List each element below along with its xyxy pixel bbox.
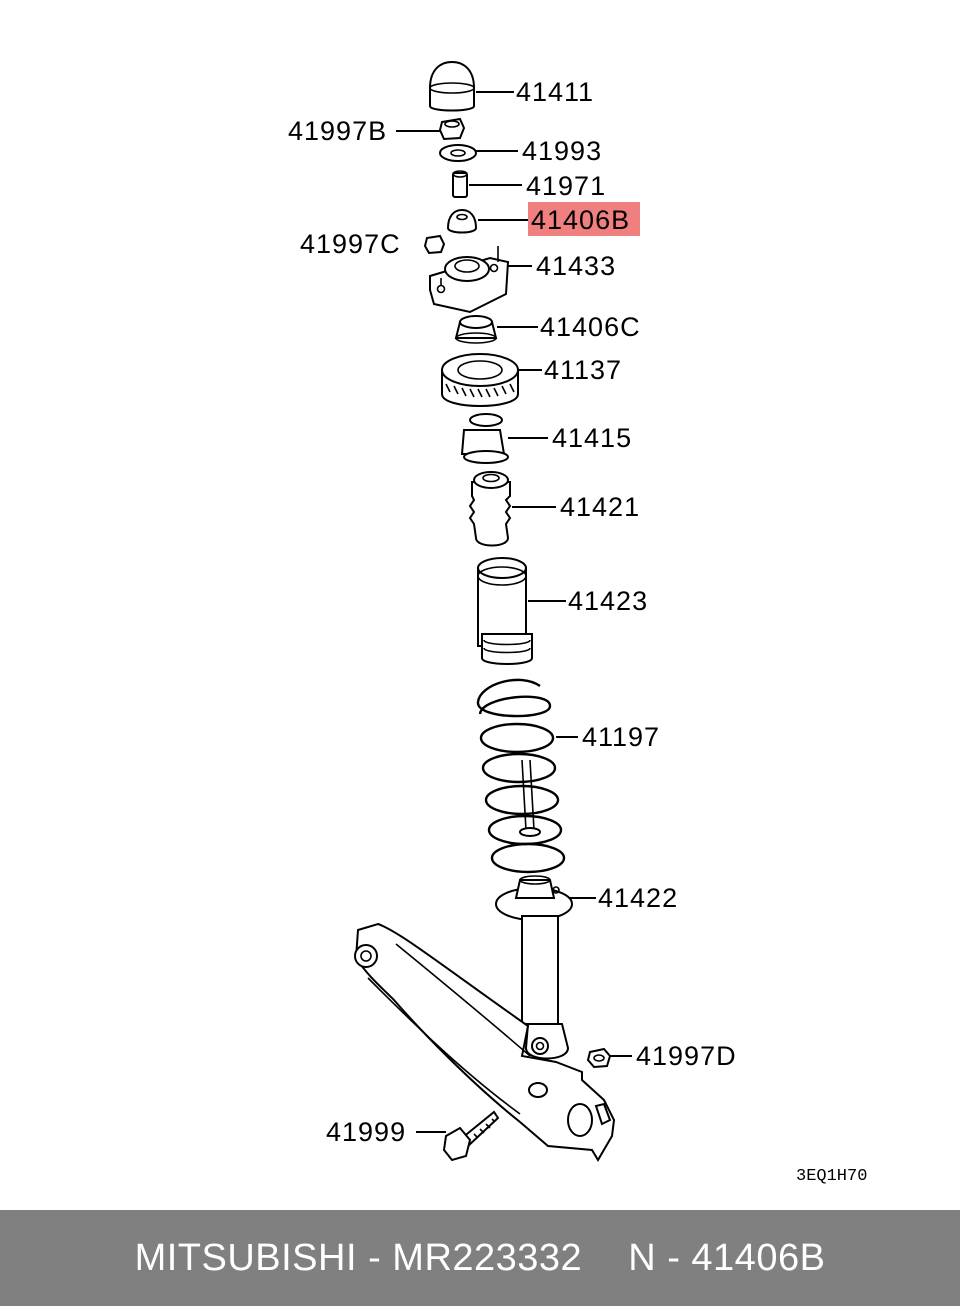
part-41415-cup: [460, 413, 509, 464]
callout-41997b: 41997B: [288, 116, 387, 146]
part-41406b-bushing: [446, 208, 478, 234]
part-41999-bolt: [442, 1110, 500, 1162]
callout-41971: 41971: [526, 171, 606, 201]
callout-41421: 41421: [560, 492, 640, 522]
part-41197-coil-spring: [476, 678, 566, 874]
part-41997d-bolt: [586, 1047, 612, 1069]
callout-41993: 41993: [522, 136, 602, 166]
part-41423-dust-boot: [477, 557, 533, 665]
part-41993-washer: [439, 144, 477, 162]
callout-41422: 41422: [598, 883, 678, 913]
part-41411-bump-cap: [429, 60, 475, 112]
part-41997b-nut: [438, 117, 466, 141]
callout-41406c: 41406C: [540, 312, 641, 342]
callout-41411: 41411: [516, 77, 594, 107]
part-41422-spring-seat: [495, 875, 573, 921]
reference-label: N - 41406B: [628, 1236, 826, 1279]
diagram-code: 3EQ1H70: [796, 1167, 867, 1186]
callout-41406b: 41406B: [531, 205, 630, 235]
exploded-parts-diagram: 41411 41997B 41993 41971 41406B 41997C 4…: [288, 60, 867, 1186]
part-info-footer: MITSUBISHI - MR223332 N - 41406B: [0, 1210, 960, 1306]
callout-41423: 41423: [568, 586, 648, 616]
lower-arm: [354, 922, 616, 1162]
part-41406c-bushing: [454, 315, 498, 344]
part-41433-strut-mount: [429, 246, 510, 314]
part-41971-collar: [452, 170, 468, 198]
part-number-label: MITSUBISHI - MR223332: [134, 1236, 583, 1279]
callout-41433: 41433: [536, 251, 616, 281]
callout-41999: 41999: [326, 1117, 406, 1147]
part-41421-bump-stopper: [468, 471, 512, 547]
callout-41197: 41197: [582, 722, 660, 752]
callout-41415: 41415: [552, 423, 632, 453]
part-41137-bearing: [441, 353, 519, 407]
callout-41997d: 41997D: [636, 1041, 737, 1071]
callout-highlight-41406b: [528, 202, 640, 236]
shock-absorber-body: [521, 915, 570, 1060]
part-41997c-nut: [423, 234, 446, 255]
callout-41137: 41137: [544, 355, 622, 385]
callout-41997c: 41997C: [300, 229, 401, 259]
